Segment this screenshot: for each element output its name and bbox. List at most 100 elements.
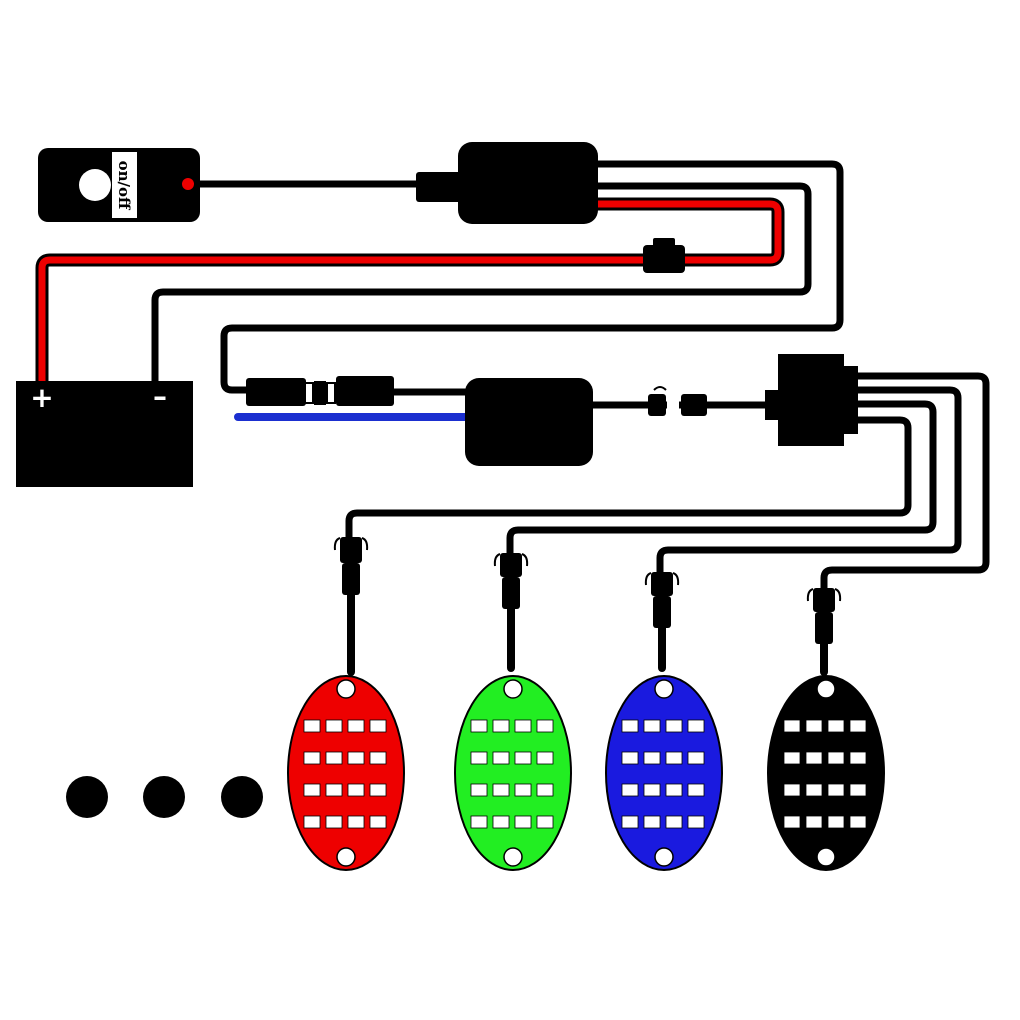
black-pod: [767, 675, 885, 871]
led-chip: [536, 719, 554, 733]
inline-fuse: [643, 238, 685, 273]
connector-pin-3: [326, 382, 336, 404]
splitter-body: [778, 354, 844, 446]
fuse-cap: [653, 238, 675, 248]
led-chip: [643, 783, 661, 797]
blue-pod: [605, 675, 723, 871]
led-chip: [347, 815, 365, 829]
led-chip: [536, 783, 554, 797]
connector-pin-1: [304, 382, 314, 404]
led-chip: [347, 719, 365, 733]
led-chip: [849, 815, 867, 829]
pod-connector-1: [333, 537, 369, 595]
switch-indicator-led: [182, 178, 194, 190]
continuation-dot-2: [143, 776, 185, 818]
pod-connector-2: [493, 553, 529, 609]
led-chip: [492, 815, 510, 829]
led-chip: [369, 783, 387, 797]
connector-female: [336, 376, 394, 406]
led-chip: [621, 751, 639, 765]
connector-pin-2: [314, 381, 326, 405]
led-pods: [287, 675, 885, 871]
led-chip: [643, 719, 661, 733]
receiver-box: [465, 378, 593, 466]
pod-body: [767, 675, 885, 871]
led-chip: [687, 815, 705, 829]
led-chip: [783, 783, 801, 797]
led-chip: [492, 719, 510, 733]
pod-mount-hole-bottom: [654, 847, 674, 867]
pod-mount-hole-top: [816, 679, 836, 699]
led-chip: [849, 719, 867, 733]
pod-connectors: [333, 537, 842, 644]
led-chip: [827, 815, 845, 829]
fuse-holder: [643, 245, 685, 273]
black-ground-wire: [151, 182, 812, 389]
pod-connector-4: [806, 588, 842, 644]
led-chip: [492, 751, 510, 765]
pod-body: [605, 675, 723, 871]
led-chip: [369, 815, 387, 829]
battery: + –: [16, 380, 193, 487]
led-chip: [687, 783, 705, 797]
led-chip: [303, 719, 321, 733]
inline-connector: [246, 376, 394, 406]
led-chip: [514, 751, 532, 765]
on-off-switch: on/off: [38, 148, 200, 222]
led-chip: [470, 719, 488, 733]
led-chip: [470, 783, 488, 797]
controller-plug: [416, 172, 468, 202]
battery-positive-terminal: +: [30, 381, 53, 414]
splitter-hub: [765, 354, 858, 446]
controller-box: [416, 142, 598, 224]
continuation-dots: [66, 776, 263, 818]
led-chip: [470, 751, 488, 765]
pod-mount-hole-top: [336, 679, 356, 699]
pod-wire-2: [506, 400, 937, 566]
led-chip: [492, 783, 510, 797]
controller-body: [458, 142, 598, 224]
pod-mount-hole-top: [503, 679, 523, 699]
led-chip: [536, 751, 554, 765]
led-chip: [665, 751, 683, 765]
led-chip: [687, 751, 705, 765]
led-chip: [643, 751, 661, 765]
led-chip: [514, 719, 532, 733]
led-chip: [665, 719, 683, 733]
led-chip: [621, 783, 639, 797]
led-chip: [303, 815, 321, 829]
led-chip: [369, 751, 387, 765]
pod-wire-1: [345, 416, 912, 552]
led-chip: [369, 719, 387, 733]
pod-wire-3: [656, 386, 962, 586]
pod-body: [287, 675, 405, 871]
led-chip: [621, 719, 639, 733]
led-chip: [849, 751, 867, 765]
red-power-wire-core: [38, 200, 782, 389]
led-chip: [827, 783, 845, 797]
small-connector-left: [648, 394, 666, 416]
switch-label: on/off: [115, 161, 133, 211]
led-chip: [347, 751, 365, 765]
pod-wire-4: [820, 372, 990, 600]
led-chip: [325, 751, 343, 765]
led-chip: [536, 815, 554, 829]
led-chip: [665, 783, 683, 797]
pod-mount-hole-bottom: [503, 847, 523, 867]
small-connector-right: [681, 394, 707, 416]
led-chip: [514, 815, 532, 829]
battery-negative-terminal: –: [153, 380, 167, 413]
switch-label-plate: [112, 152, 137, 218]
pod-mount-hole-bottom: [816, 847, 836, 867]
small-connector-clip: [653, 386, 667, 391]
continuation-dot-3: [221, 776, 263, 818]
led-chip: [827, 719, 845, 733]
led-chip: [783, 815, 801, 829]
led-chip: [325, 815, 343, 829]
led-chip: [347, 783, 365, 797]
wires: [35, 160, 990, 676]
led-chip: [687, 719, 705, 733]
led-chip: [849, 783, 867, 797]
led-chip: [805, 783, 823, 797]
